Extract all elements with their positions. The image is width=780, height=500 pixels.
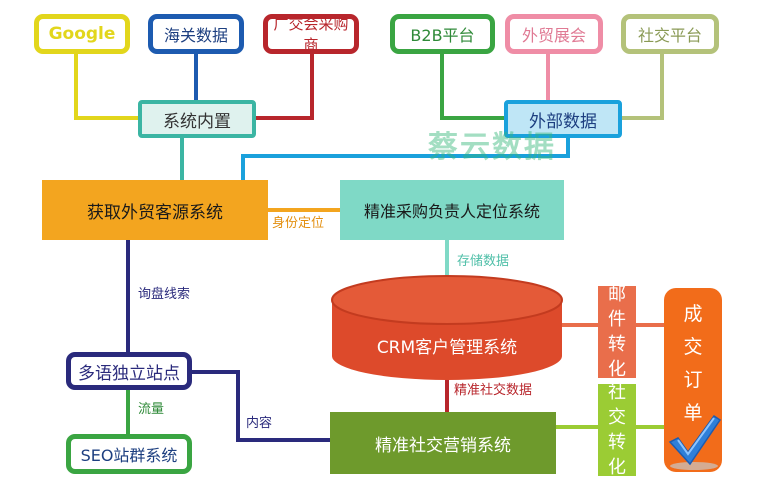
google-box: Google xyxy=(34,14,130,54)
line-content xyxy=(190,370,332,442)
social-marketing-label: 精准社交营销系统 xyxy=(375,435,511,456)
deal-order-char-4: 单 xyxy=(683,402,703,424)
line-canton xyxy=(254,52,314,120)
line-external-acq xyxy=(241,136,570,180)
acquisition-system-box: 获取外贸客源系统 xyxy=(42,180,268,240)
seo-system-box: SEO站群系统 xyxy=(66,434,192,474)
storage-data-label: 存储数据 xyxy=(455,254,512,270)
google-label: Google xyxy=(48,24,116,44)
multilang-site-box: 多语独立站点 xyxy=(66,352,192,390)
social-platform-box: 社交平台 xyxy=(621,14,719,54)
builtin-systems-box: 系统内置 xyxy=(138,100,256,138)
seo-system-label: SEO站群系统 xyxy=(80,446,178,465)
positioning-system-label: 精准采购负责人定位系统 xyxy=(363,202,540,221)
social-conversion-char-3: 转 xyxy=(608,432,626,453)
customs-data-box: 海关数据 xyxy=(148,14,244,54)
line-b2b xyxy=(440,52,505,120)
trade-show-box: 外贸展会 xyxy=(505,14,603,54)
line-google xyxy=(74,52,140,120)
social-conversion-char-4: 化 xyxy=(608,457,626,478)
social-platform-label: 社交平台 xyxy=(637,26,702,45)
email-conversion-box: 邮 件 转 化 xyxy=(598,284,636,380)
b2b-platform-label: B2B平台 xyxy=(410,26,475,45)
social-conversion-char-2: 交 xyxy=(608,407,626,428)
b2b-platform-box: B2B平台 xyxy=(390,14,495,54)
line-social xyxy=(620,52,664,120)
email-conversion-char-2: 件 xyxy=(608,309,626,330)
acquisition-system-label: 获取外贸客源系统 xyxy=(87,202,223,223)
social-data-label: 精准社交数据 xyxy=(452,383,535,399)
email-conversion-char-4: 化 xyxy=(608,359,626,380)
canton-fair-label: 广交会采购商 xyxy=(273,15,349,54)
email-conversion-char-1: 邮 xyxy=(608,284,626,305)
canton-fair-box: 广交会采购商 xyxy=(263,14,359,54)
crm-system-label: CRM客户管理系统 xyxy=(376,337,518,358)
email-conversion-char-3: 转 xyxy=(608,334,626,355)
deal-order-box: 成 交 订 单 xyxy=(664,288,722,472)
positioning-system-box: 精准采购负责人定位系统 xyxy=(340,180,564,240)
external-data-label: 外部数据 xyxy=(529,111,597,132)
traffic-label: 流量 xyxy=(136,402,167,418)
inquiry-leads-label: 询盘线索 xyxy=(136,287,193,303)
social-marketing-box: 精准社交营销系统 xyxy=(330,412,556,474)
check-mark-icon xyxy=(668,414,722,470)
deal-order-char-2: 交 xyxy=(683,336,703,358)
deal-order-char-1: 成 xyxy=(683,303,703,325)
external-data-box: 外部数据 xyxy=(504,100,622,138)
content-label: 内容 xyxy=(244,416,275,432)
builtin-systems-label: 系统内置 xyxy=(163,111,231,132)
social-conversion-box: 社 交 转 化 xyxy=(598,382,636,478)
trade-show-label: 外贸展会 xyxy=(521,26,586,45)
deal-order-char-3: 订 xyxy=(683,369,703,391)
multilang-site-label: 多语独立站点 xyxy=(78,363,180,384)
watermark: 蔡云数据 xyxy=(428,130,556,165)
customs-data-label: 海关数据 xyxy=(163,26,228,45)
social-conversion-char-1: 社 xyxy=(608,382,626,403)
identity-positioning-label: 身份定位 xyxy=(270,216,327,232)
deal-order-text: 成 交 订 单 xyxy=(664,294,722,434)
